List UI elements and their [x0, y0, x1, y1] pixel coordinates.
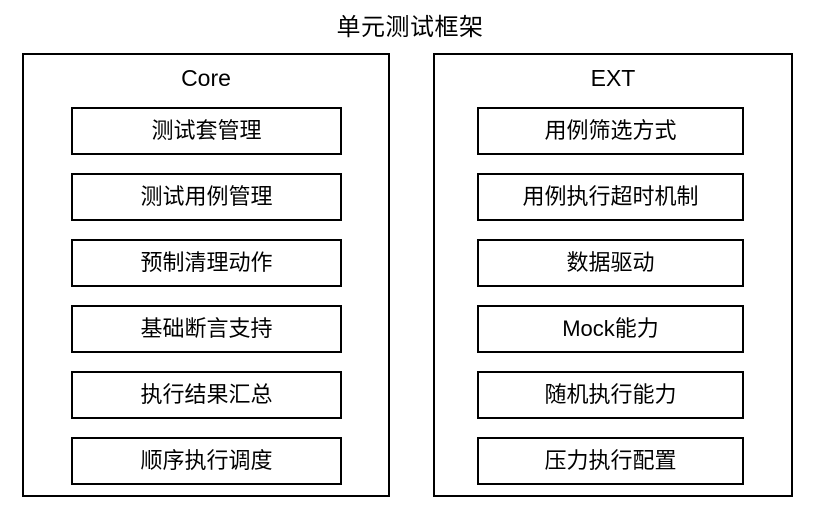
- item-box[interactable]: 顺序执行调度: [71, 437, 342, 485]
- item-box[interactable]: 测试套管理: [71, 107, 342, 155]
- item-label: 用例执行超时机制: [522, 184, 699, 209]
- item-box[interactable]: 执行结果汇总: [71, 371, 342, 419]
- diagram-title: 单元测试框架: [336, 14, 484, 41]
- group-box-ext: EXT 用例筛选方式 用例执行超时机制 数据驱动 Mock能力 随机执行能力 压…: [433, 53, 793, 497]
- item-box[interactable]: 用例执行超时机制: [477, 173, 744, 221]
- item-label: 基础断言支持: [140, 316, 273, 341]
- item-label: 压力执行配置: [544, 448, 677, 473]
- item-label: 顺序执行调度: [140, 448, 273, 473]
- item-box[interactable]: 用例筛选方式: [477, 107, 744, 155]
- item-label: 数据驱动: [566, 250, 655, 275]
- item-box[interactable]: 测试用例管理: [71, 173, 342, 221]
- item-label: 执行结果汇总: [140, 382, 273, 407]
- item-box[interactable]: 预制清理动作: [71, 239, 342, 287]
- group-box-core: Core 测试套管理 测试用例管理 预制清理动作 基础断言支持 执行结果汇总 顺…: [22, 53, 390, 497]
- item-label: Mock能力: [562, 316, 659, 341]
- item-label: 预制清理动作: [140, 250, 273, 275]
- item-label: 随机执行能力: [544, 382, 677, 407]
- item-box[interactable]: 随机执行能力: [477, 371, 744, 419]
- item-box[interactable]: Mock能力: [477, 305, 744, 353]
- group-title-core: Core: [181, 65, 231, 91]
- item-box[interactable]: 基础断言支持: [71, 305, 342, 353]
- item-list-core: 测试套管理 测试用例管理 预制清理动作 基础断言支持 执行结果汇总 顺序执行调度: [24, 105, 388, 499]
- item-label: 用例筛选方式: [544, 118, 677, 143]
- item-list-ext: 用例筛选方式 用例执行超时机制 数据驱动 Mock能力 随机执行能力 压力执行配…: [435, 105, 791, 499]
- item-box[interactable]: 数据驱动: [477, 239, 744, 287]
- group-title-ext: EXT: [590, 65, 636, 91]
- item-label: 测试用例管理: [140, 184, 273, 209]
- item-box[interactable]: 压力执行配置: [477, 437, 744, 485]
- item-label: 测试套管理: [151, 118, 262, 143]
